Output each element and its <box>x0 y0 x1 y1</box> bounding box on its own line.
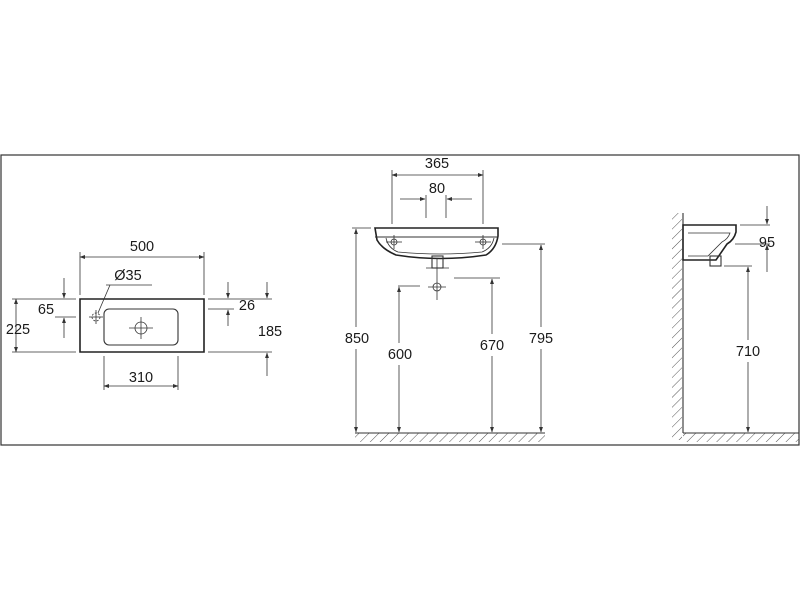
dim-label-26: 26 <box>239 298 255 314</box>
basin-side-profile <box>682 224 737 261</box>
tap-hole-leader <box>97 284 111 314</box>
dim-label-80: 80 <box>429 181 445 197</box>
side-floor-hatch <box>683 433 799 442</box>
dim-label-500: 500 <box>130 239 154 255</box>
floor-hatch <box>355 433 545 442</box>
dim-label-710: 710 <box>736 344 760 360</box>
dim-label-850: 850 <box>345 331 369 347</box>
inner-bowl <box>385 237 495 255</box>
dim-label-795: 795 <box>529 331 553 347</box>
top-view: 500 Ø35 65 225 26 185 310 <box>6 239 282 390</box>
dim-label-185: 185 <box>258 324 282 340</box>
dim-label-365: 365 <box>425 156 449 172</box>
dim-label-670: 670 <box>480 338 504 354</box>
basin-front-outline <box>374 227 499 260</box>
wall-hatch <box>672 213 682 440</box>
dim-label-600: 600 <box>388 347 412 363</box>
dim-label-tap-hole: Ø35 <box>114 268 141 284</box>
side-waste <box>709 255 722 267</box>
dim-label-310: 310 <box>129 370 153 386</box>
dim-label-95: 95 <box>759 235 775 251</box>
basin-outline <box>79 298 205 353</box>
bowl-outline <box>103 308 179 346</box>
drawing-frame <box>0 154 800 446</box>
front-view: 365 80 850 600 670 795 <box>345 156 555 442</box>
dim-label-225: 225 <box>6 322 30 338</box>
dim-label-65: 65 <box>38 302 54 318</box>
side-view: 95 710 <box>672 206 799 442</box>
